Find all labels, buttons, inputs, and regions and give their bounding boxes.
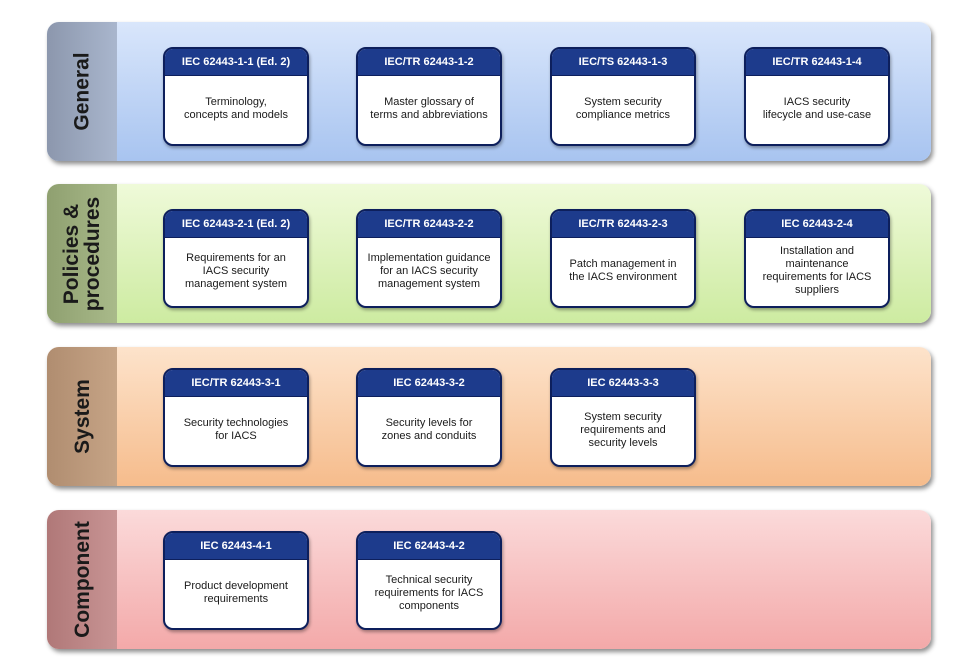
standard-card: IEC/TR 62443-2-2 Implementation guidance… <box>356 209 502 308</box>
band-title: General <box>70 52 94 131</box>
band-title: Policies & procedures <box>60 196 104 311</box>
standard-description: Technical security requirements for IACS… <box>374 573 484 612</box>
standard-card: IEC 62443-1-1 (Ed. 2) Terminology, conce… <box>163 47 309 146</box>
band-label-component: Component <box>47 510 117 649</box>
standard-description: Installation and maintenance requirement… <box>762 245 872 296</box>
standard-id: IEC/TR 62443-3-1 <box>165 370 307 397</box>
standard-description: Terminology, concepts and models <box>184 96 288 121</box>
standard-id: IEC/TR 62443-1-4 <box>746 49 888 76</box>
band-general: General IEC 62443-1-1 (Ed. 2) Terminolog… <box>47 22 931 161</box>
standard-id: IEC 62443-1-1 (Ed. 2) <box>165 49 307 76</box>
band-component: Component IEC 62443-4-1 Product developm… <box>47 510 931 649</box>
standard-card: IEC/TR 62443-2-3 Patch management in the… <box>550 209 696 308</box>
standard-card: IEC 62443-4-2 Technical security require… <box>356 531 502 630</box>
standard-description: Security levels for zones and conduits <box>381 417 477 442</box>
standard-card: IEC/TR 62443-1-4 IACS security lifecycle… <box>744 47 890 146</box>
band-body: IEC/TR 62443-3-1 Security technologies f… <box>117 347 931 486</box>
standard-id: IEC 62443-4-2 <box>358 533 500 560</box>
standard-id: IEC 62443-3-3 <box>552 370 694 397</box>
standard-card: IEC/TS 62443-1-3 System security complia… <box>550 47 696 146</box>
band-policies-procedures: Policies & procedures IEC 62443-2-1 (Ed.… <box>47 184 931 323</box>
standard-id: IEC 62443-2-4 <box>746 211 888 238</box>
standard-description: System security requirements and securit… <box>580 410 666 449</box>
standard-description: Product development requirements <box>184 580 288 605</box>
standard-id: IEC 62443-4-1 <box>165 533 307 560</box>
standard-id: IEC 62443-3-2 <box>358 370 500 397</box>
band-label-general: General <box>47 22 117 161</box>
standard-description: Implementation guidance for an IACS secu… <box>367 251 491 290</box>
standard-card: IEC 62443-2-1 (Ed. 2) Requirements for a… <box>163 209 309 308</box>
standard-id: IEC 62443-2-1 (Ed. 2) <box>165 211 307 238</box>
standard-description: IACS security lifecycle and use-case <box>762 96 872 121</box>
standard-card: IEC 62443-2-4 Installation and maintenan… <box>744 209 890 308</box>
band-label-system: System <box>47 347 117 486</box>
standard-card: IEC/TR 62443-1-2 Master glossary of term… <box>356 47 502 146</box>
standard-card: IEC 62443-3-2 Security levels for zones … <box>356 368 502 467</box>
band-body: IEC 62443-1-1 (Ed. 2) Terminology, conce… <box>117 22 931 161</box>
standard-description: Requirements for an IACS security manage… <box>184 251 288 290</box>
band-system: System IEC/TR 62443-3-1 Security technol… <box>47 347 931 486</box>
band-label-policies-procedures: Policies & procedures <box>47 184 117 323</box>
band-title: System <box>70 379 94 454</box>
standard-description: Security technologies for IACS <box>183 417 289 442</box>
standard-description: Patch management in the IACS environment <box>569 258 677 283</box>
standard-id: IEC/TR 62443-1-2 <box>358 49 500 76</box>
band-body: IEC 62443-4-1 Product development requir… <box>117 510 931 649</box>
standard-card: IEC/TR 62443-3-1 Security technologies f… <box>163 368 309 467</box>
standard-id: IEC/TS 62443-1-3 <box>552 49 694 76</box>
band-body: IEC 62443-2-1 (Ed. 2) Requirements for a… <box>117 184 931 323</box>
standard-description: System security compliance metrics <box>575 96 671 121</box>
standard-card: IEC 62443-3-3 System security requiremen… <box>550 368 696 467</box>
standard-id: IEC/TR 62443-2-2 <box>358 211 500 238</box>
band-title: Component <box>70 521 94 638</box>
standard-id: IEC/TR 62443-2-3 <box>552 211 694 238</box>
standard-description: Master glossary of terms and abbreviatio… <box>370 96 488 121</box>
standard-card: IEC 62443-4-1 Product development requir… <box>163 531 309 630</box>
